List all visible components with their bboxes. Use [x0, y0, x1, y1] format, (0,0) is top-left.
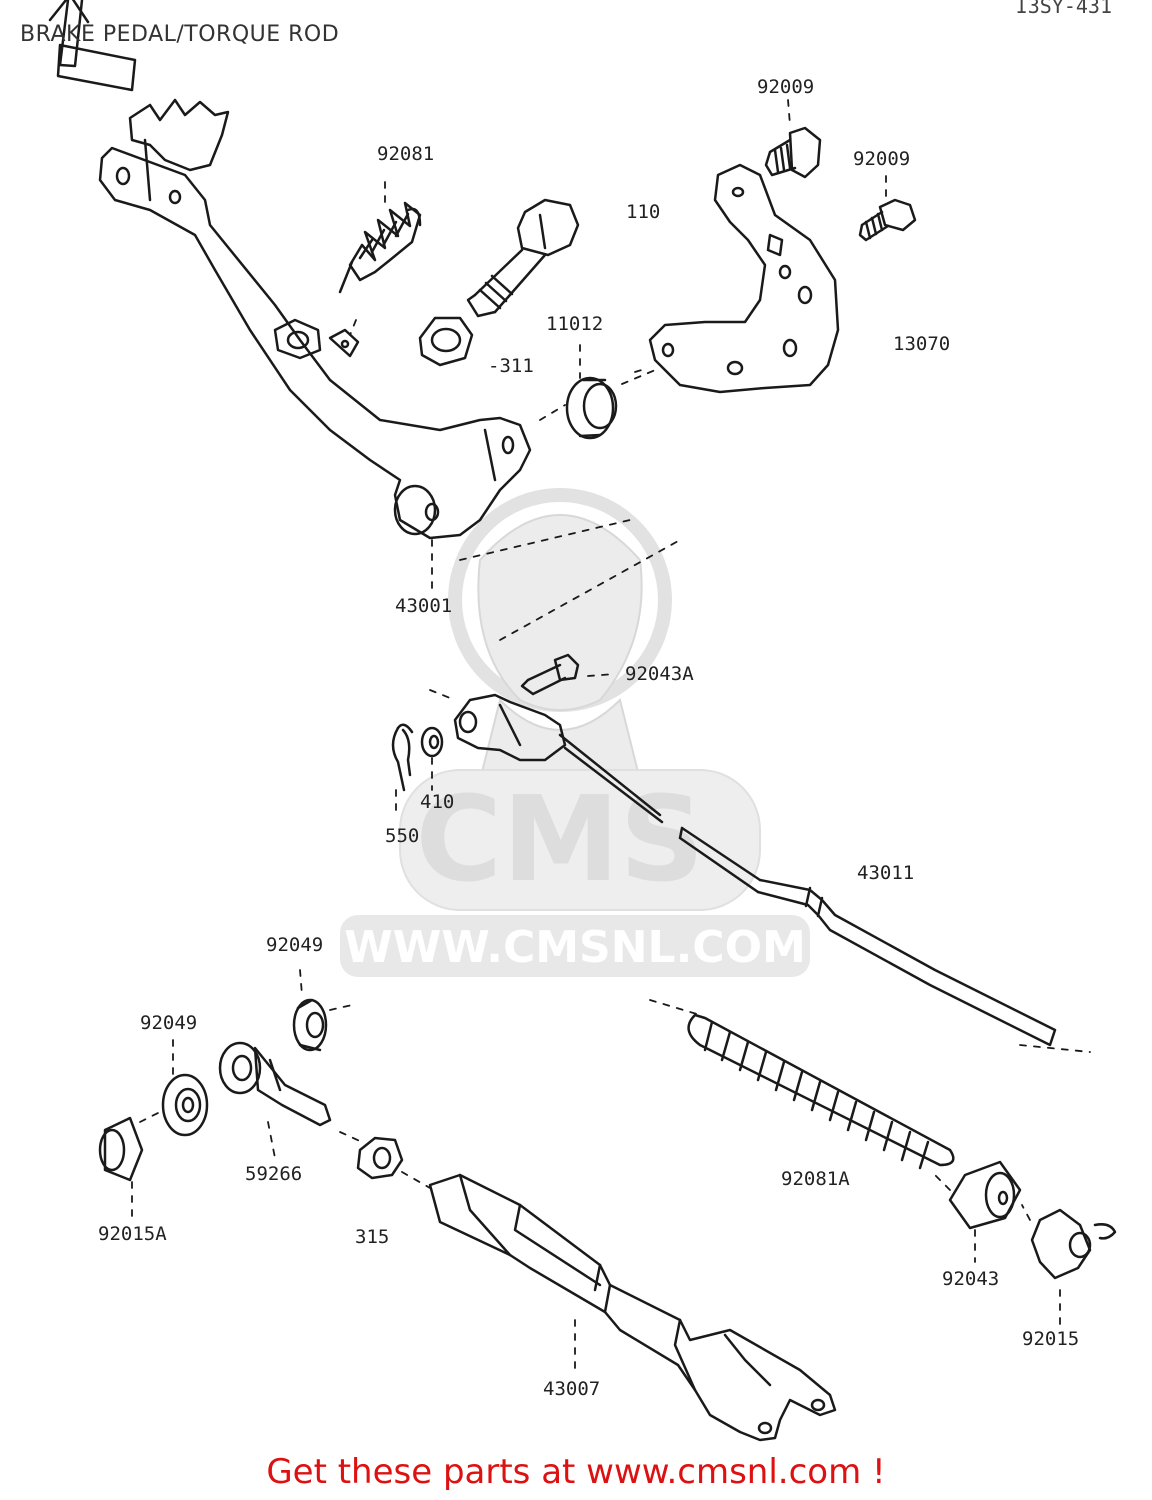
label-92049-top: 92049: [266, 934, 324, 956]
label-110: 110: [626, 201, 661, 223]
label-311: -311: [488, 355, 534, 377]
bracket-bolt-right: [858, 198, 917, 242]
leader-lines: [131, 99, 1091, 1376]
label-92009-right: 92009: [853, 148, 911, 170]
washer-410: [420, 726, 444, 758]
nut: [418, 316, 474, 367]
washer-92049-top: [292, 998, 328, 1052]
label-315: 315: [355, 1226, 390, 1248]
rod-end-nut: [1030, 1208, 1117, 1280]
brake-pedal: [98, 98, 532, 540]
bushing-92015A: [98, 1116, 144, 1182]
pivot-bolt: [466, 198, 580, 318]
rod-collar: [948, 1160, 1022, 1230]
footer-promo-text: Get these parts at www.cmsnl.com !: [266, 1452, 886, 1492]
label-92081A: 92081A: [781, 1168, 850, 1190]
label-43011: 43011: [857, 862, 915, 884]
label-43001: 43001: [395, 595, 453, 617]
front-arrow-mark: [48, 0, 137, 92]
brake-rod: [678, 826, 1057, 1047]
rod-clevis: [453, 693, 664, 824]
diagram-title: BRAKE PEDAL/TORQUE ROD: [20, 22, 340, 47]
label-410: 410: [420, 791, 455, 813]
label-92043: 92043: [942, 1268, 1000, 1290]
bracket-bolt-top: [764, 126, 822, 179]
torque-link: [428, 1173, 837, 1442]
label-92009-top: 92009: [757, 76, 815, 98]
label-92015: 92015: [1022, 1328, 1080, 1350]
label-550: 550: [385, 825, 420, 847]
label-59266: 59266: [245, 1163, 303, 1185]
watermark-logo-text: CMS: [415, 770, 704, 908]
rod-spring: [687, 1013, 955, 1170]
reference-code: I3SY-431: [1015, 0, 1112, 18]
label-92043A: 92043A: [625, 663, 694, 685]
cms-watermark-logo: CMS WWW.CMSNL.COM: [340, 488, 810, 977]
label-92049-left: 92049: [140, 1012, 198, 1034]
clevis-pin: [520, 653, 580, 696]
nut-315: [356, 1136, 404, 1180]
watermark-url-text: WWW.CMSNL.COM: [344, 922, 806, 973]
cotter-pin: [391, 723, 414, 792]
washer-92049-left: [161, 1073, 209, 1137]
label-92015A: 92015A: [98, 1223, 167, 1245]
rod-end-59266: [218, 1041, 332, 1127]
spacer-collar: [565, 376, 618, 440]
label-43007: 43007: [543, 1378, 601, 1400]
torque-bracket: [648, 163, 840, 394]
label-11012: 11012: [546, 313, 604, 335]
label-13070: 13070: [893, 333, 951, 355]
label-92081: 92081: [377, 143, 435, 165]
return-spring: [338, 201, 422, 294]
